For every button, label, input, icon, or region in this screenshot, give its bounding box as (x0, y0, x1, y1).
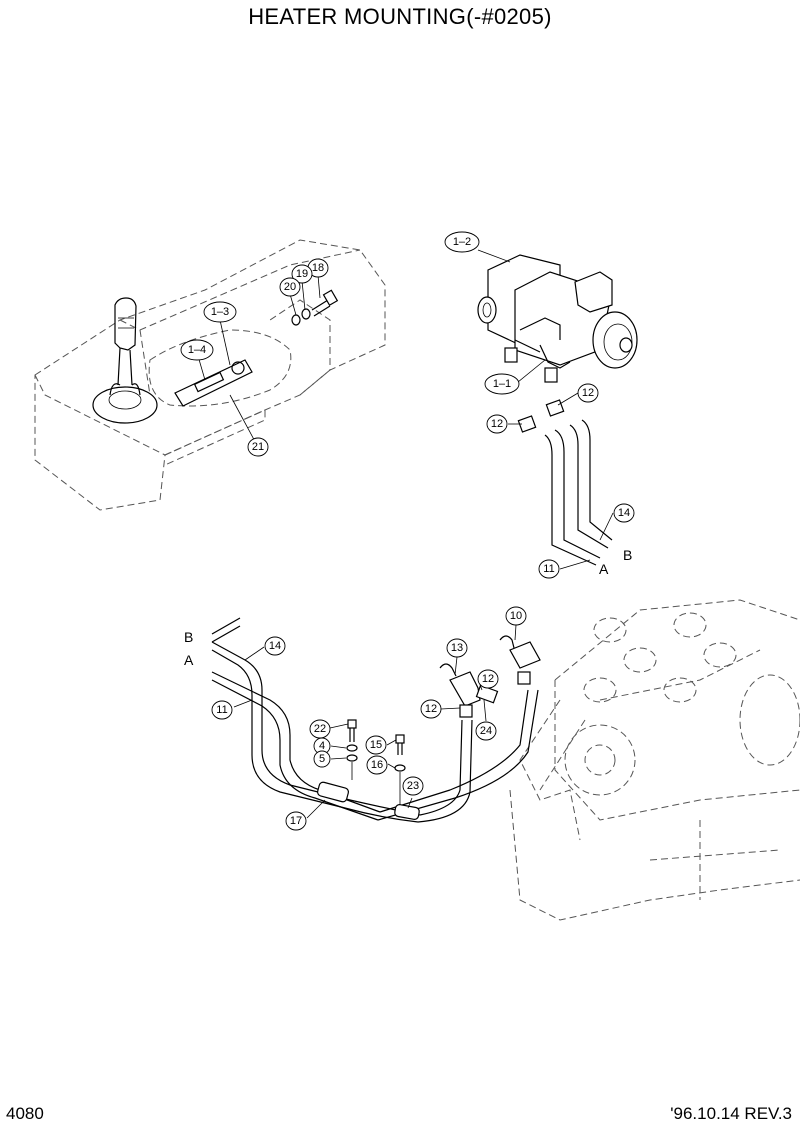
hose-label-b-upper: B (623, 547, 632, 563)
callout-14-upper: 14 (613, 503, 635, 523)
svg-text:1–1: 1–1 (493, 378, 511, 390)
callout-17: 17 (285, 811, 307, 831)
callout-11-upper: 11 (538, 559, 560, 579)
svg-text:18: 18 (312, 262, 324, 274)
hose-label-a-lower: A (184, 652, 194, 668)
callout-19: 19 (291, 264, 313, 284)
callout-12-heater-lower: 12 (486, 414, 508, 434)
callout-13: 13 (446, 638, 468, 658)
callout-20: 20 (279, 277, 301, 297)
hose-clamps (316, 781, 420, 820)
lower-hoses (211, 617, 539, 823)
bolt-washers-console (291, 289, 339, 326)
callout-21: 21 (247, 437, 269, 457)
svg-text:11: 11 (543, 563, 554, 575)
callout-1-4: 1–4 (180, 339, 214, 361)
svg-text:24: 24 (480, 725, 492, 737)
svg-text:20: 20 (284, 281, 296, 293)
svg-text:12: 12 (482, 673, 494, 685)
svg-text:22: 22 (314, 723, 326, 735)
callout-5: 5 (313, 750, 331, 768)
callout-12-heater-upper: 12 (577, 383, 599, 403)
callout-1-1: 1–1 (484, 373, 520, 395)
svg-text:14: 14 (269, 640, 281, 652)
callout-24: 24 (475, 721, 497, 741)
callout-16: 16 (366, 755, 388, 775)
svg-text:11: 11 (216, 704, 227, 716)
svg-text:15: 15 (370, 739, 382, 751)
callout-1-2: 1–2 (444, 231, 480, 253)
hose-label-b-lower: B (184, 629, 193, 645)
svg-text:23: 23 (407, 780, 419, 792)
callout-15: 15 (365, 735, 387, 755)
svg-text:16: 16 (371, 759, 383, 771)
operator-console-outline (34, 239, 386, 511)
callout-1-3: 1–3 (203, 301, 237, 323)
svg-text:12: 12 (582, 387, 594, 399)
svg-text:1–3: 1–3 (211, 306, 229, 318)
callout-12-valve-lower: 12 (420, 699, 442, 719)
hose-connectors-heater (517, 399, 565, 433)
leader-lines (197, 249, 614, 819)
callout-14-lower: 14 (264, 636, 286, 656)
svg-text:4: 4 (319, 740, 325, 752)
svg-text:1–4: 1–4 (188, 344, 206, 356)
svg-text:17: 17 (290, 815, 302, 827)
svg-text:13: 13 (451, 642, 463, 654)
callout-23: 23 (402, 776, 424, 796)
svg-text:12: 12 (491, 418, 503, 430)
engine-outline (509, 599, 800, 921)
heater-unit (477, 254, 638, 383)
callout-12-valve-upper: 12 (477, 669, 499, 689)
heater-hoses (544, 419, 613, 566)
page-title: HEATER MOUNTING(-#0205) (248, 4, 552, 29)
callout-11-lower: 11 (211, 700, 233, 720)
callout-10: 10 (505, 606, 527, 626)
svg-text:10: 10 (510, 610, 522, 622)
svg-text:1–2: 1–2 (453, 236, 471, 248)
svg-text:12: 12 (425, 703, 437, 715)
bolts-washers-clamp (346, 719, 406, 805)
page-number: 4080 (6, 1104, 44, 1123)
svg-text:14: 14 (618, 507, 630, 519)
hose-label-a-upper: A (599, 561, 609, 577)
svg-text:19: 19 (296, 268, 308, 280)
callout-bubbles: 1–2 1–3 1–4 1–1 18 19 20 21 12 12 14 11 … (180, 231, 635, 831)
valves-fittings (439, 635, 541, 718)
svg-text:5: 5 (319, 753, 325, 765)
svg-text:21: 21 (252, 441, 264, 453)
joystick (92, 297, 158, 424)
switch-panel (174, 359, 253, 407)
callout-22: 22 (309, 719, 331, 739)
revision-date: '96.10.14 REV.3 (670, 1104, 792, 1123)
